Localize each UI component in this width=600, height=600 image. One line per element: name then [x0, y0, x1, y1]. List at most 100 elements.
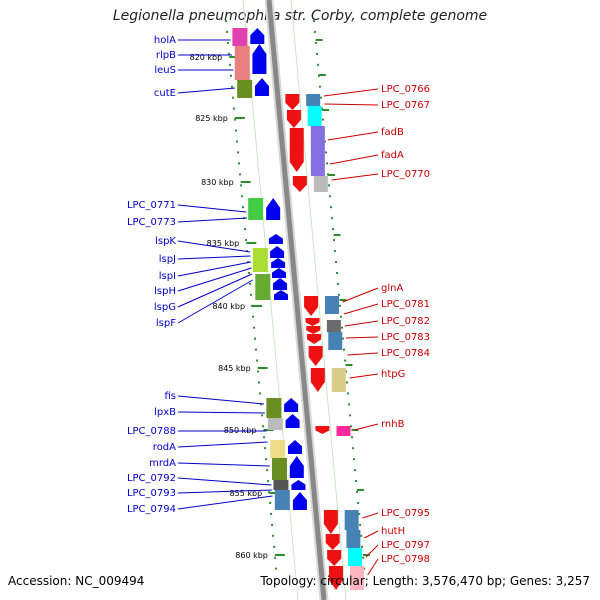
gene-feature: [324, 296, 339, 314]
gene-arrow: [252, 44, 267, 74]
gene-arrow: [289, 456, 304, 478]
gene-leader-line: [347, 352, 379, 356]
gene-label-LPC_0797: LPC_0797: [381, 540, 430, 551]
gene-label-LPC_0784: LPC_0784: [381, 348, 430, 359]
gene-feature: [252, 248, 268, 272]
ruler-tick-label: 845 kbp: [218, 364, 251, 373]
gene-feature: [331, 368, 346, 392]
gene-label-LPC_0794: LPC_0794: [127, 504, 176, 515]
gene-leader-line: [354, 423, 379, 431]
gene-feature: [346, 530, 361, 548]
gene-leader-line: [177, 217, 248, 223]
gene-arrow: [286, 110, 301, 128]
gene-feature: [234, 46, 250, 80]
gene-label-fadB: fadB: [381, 127, 404, 138]
gene-feature: [313, 176, 328, 192]
gene-leader-line: [177, 395, 265, 405]
gene-feature: [271, 458, 287, 480]
gene-label-LPC_0798: LPC_0798: [381, 554, 430, 565]
gene-leader-line: [362, 512, 379, 519]
gene-arrow: [271, 258, 286, 268]
gene-arrow: [325, 534, 340, 550]
gene-feature: [232, 28, 248, 46]
gene-label-LPC_0783: LPC_0783: [381, 332, 430, 343]
gene-arrow: [285, 414, 300, 428]
ruler-right-inner: [290, 0, 347, 600]
gene-arrow: [266, 198, 281, 220]
gene-arrow: [273, 278, 288, 290]
gene-label-lspK: lspK: [155, 236, 176, 247]
gene-leader-line: [177, 411, 265, 414]
gene-arrow: [328, 566, 343, 590]
ruler-tick-label: 855 kbp: [230, 489, 263, 498]
gene-label-fis: fis: [164, 391, 176, 402]
ruler-right-outer: [312, 19, 366, 571]
gene-leader-line: [324, 103, 379, 106]
gene-leader-line: [177, 204, 247, 213]
gene-label-LPC_0793: LPC_0793: [127, 488, 176, 499]
gene-label-cutE: cutE: [154, 88, 176, 99]
gene-feature: [328, 332, 343, 350]
gene-leader-line: [177, 495, 273, 510]
gene-label-LPC_0766: LPC_0766: [381, 84, 430, 95]
gene-leader-line: [177, 261, 252, 277]
gene-feature: [266, 398, 282, 418]
gene-leader-line: [343, 303, 379, 315]
gene-arrow: [272, 268, 287, 278]
gene-label-LPC_0781: LPC_0781: [381, 299, 430, 310]
gene-feature: [267, 418, 283, 430]
gene-feature: [336, 426, 351, 436]
gene-feature: [255, 274, 271, 300]
gene-leader-line: [177, 255, 251, 260]
gene-label-glnA: glnA: [381, 283, 403, 294]
gene-leader-line: [177, 240, 251, 253]
ruler-tick-label: 840 kbp: [212, 302, 245, 311]
gene-arrow: [315, 426, 330, 434]
gene-label-leuS: leuS: [154, 65, 176, 76]
gene-label-rodA: rodA: [153, 442, 176, 453]
ruler-tick-label: 830 kbp: [201, 178, 234, 187]
gene-label-hutH: hutH: [381, 526, 405, 537]
genome-summary-text: Topology: circular; Length: 3,576,470 bp…: [260, 574, 590, 588]
gene-leader-line: [345, 336, 379, 339]
ruler-left-outer: [224, 19, 278, 571]
gene-arrow: [308, 346, 323, 366]
gene-feature: [274, 490, 290, 510]
gene-label-mrdA: mrdA: [149, 458, 176, 469]
gene-feature: [307, 106, 322, 126]
gene-label-lspJ: lspJ: [159, 254, 176, 265]
gene-leader-line: [364, 530, 379, 539]
gene-label-LPC_0773: LPC_0773: [127, 217, 176, 228]
gene-label-rlpB: rlpB: [156, 50, 176, 61]
gene-label-lspF: lspF: [156, 318, 176, 329]
ruler-tick-label: 825 kbp: [195, 114, 228, 123]
gene-feature: [348, 548, 363, 566]
genome-title: Legionella pneumophila str. Corby, compl…: [112, 8, 488, 24]
gene-leader-line: [344, 320, 379, 327]
gene-label-holA: holA: [154, 35, 176, 46]
gene-arrow: [304, 296, 319, 316]
gene-label-lspI: lspI: [159, 271, 176, 282]
gene-label-lspG: lspG: [154, 302, 176, 313]
gene-leader-line: [327, 131, 379, 141]
gene-leader-line: [177, 267, 252, 292]
gene-leader-line: [177, 279, 253, 324]
gene-feature: [310, 126, 325, 176]
gene-arrow: [268, 234, 283, 244]
gene-arrow: [291, 480, 306, 490]
gene-label-LPC_0788: LPC_0788: [127, 426, 176, 437]
ruler-tick-label: 835 kbp: [207, 239, 240, 248]
gene-arrow: [287, 440, 302, 454]
gene-arrow: [323, 510, 338, 534]
gene-label-LPC_0771: LPC_0771: [127, 200, 176, 211]
backbone: [266, 0, 327, 600]
gene-label-LPC_0795: LPC_0795: [381, 508, 430, 519]
gene-label-LPC_0767: LPC_0767: [381, 100, 430, 111]
gene-arrow: [292, 492, 307, 510]
gene-label-LPC_0770: LPC_0770: [381, 169, 430, 180]
gene-leader-line: [177, 462, 270, 467]
gene-label-htpG: htpG: [381, 369, 405, 380]
gene-feature: [326, 320, 341, 332]
gene-label-LPC_0782: LPC_0782: [381, 316, 430, 327]
